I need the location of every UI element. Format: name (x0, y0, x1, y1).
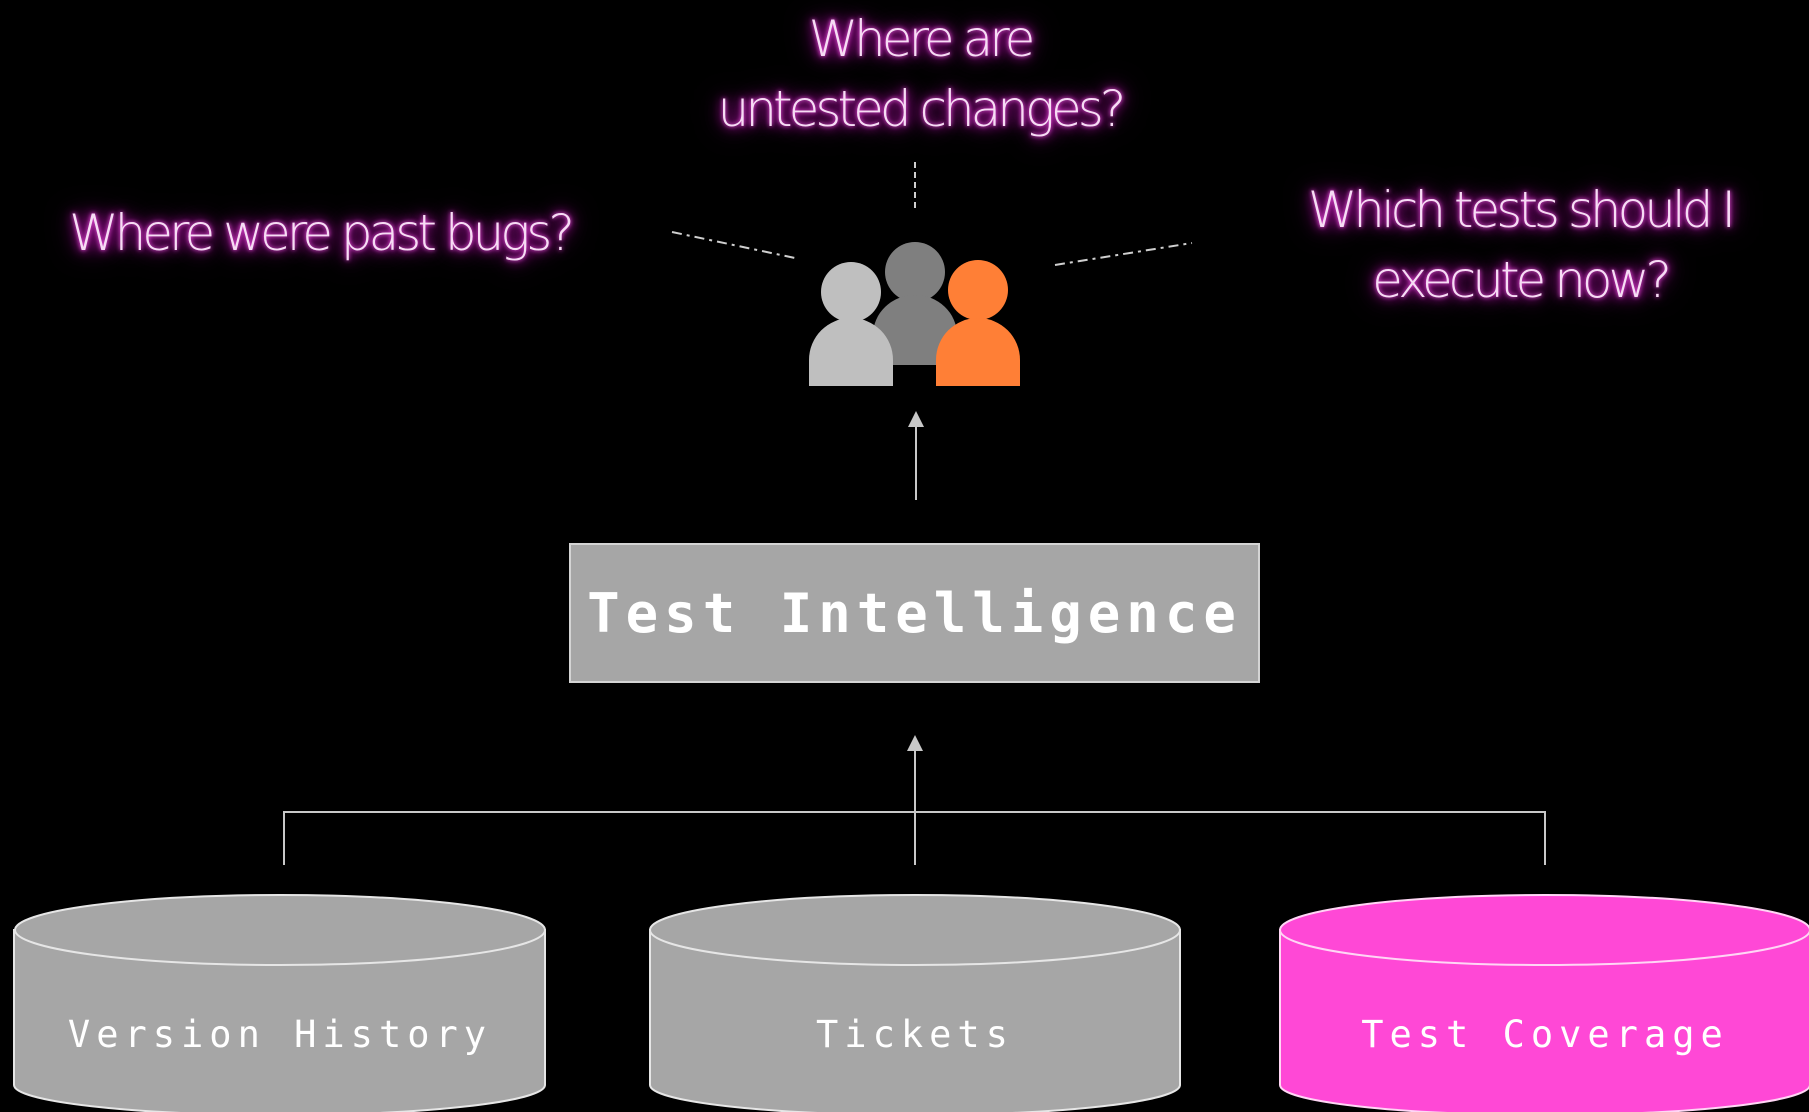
test-intelligence-box: Test Intelligence (569, 543, 1260, 683)
db-tickets-top (649, 894, 1181, 966)
db-test-coverage-label: Test Coverage (1361, 1013, 1729, 1056)
user-right-head (948, 260, 1008, 320)
db-tickets-body (649, 929, 1181, 1112)
user-middle-body (873, 295, 957, 365)
db-version-history-top (14, 894, 546, 966)
question-which-tests: Which tests should I execute now? (1307, 181, 1736, 309)
arrow-head-users (908, 411, 924, 427)
db-test-coverage-top (1279, 894, 1809, 966)
test-intelligence-label: Test Intelligence (587, 581, 1242, 645)
db-test-coverage (1279, 894, 1809, 1112)
db-version-history-body (13, 929, 546, 1112)
user-left-head (821, 262, 881, 322)
db-version-history-label: Version History (67, 1013, 493, 1056)
users-group-icon (809, 242, 1020, 386)
question-untested-changes: Where are untested changes? (717, 10, 1127, 138)
dashdot-line-right (1054, 242, 1193, 266)
user-middle-head (885, 242, 945, 302)
db-tickets-label: Tickets (816, 1013, 1014, 1056)
user-left-body (809, 318, 893, 386)
db-test-coverage-body (1279, 929, 1809, 1112)
db-version-history (13, 894, 546, 1112)
user-right-body (936, 318, 1020, 386)
dashdot-line-left (671, 231, 796, 259)
db-tickets (649, 894, 1181, 1112)
question-past-bugs: Where were past bugs? (69, 204, 575, 262)
arrow-head-ti (907, 735, 923, 751)
